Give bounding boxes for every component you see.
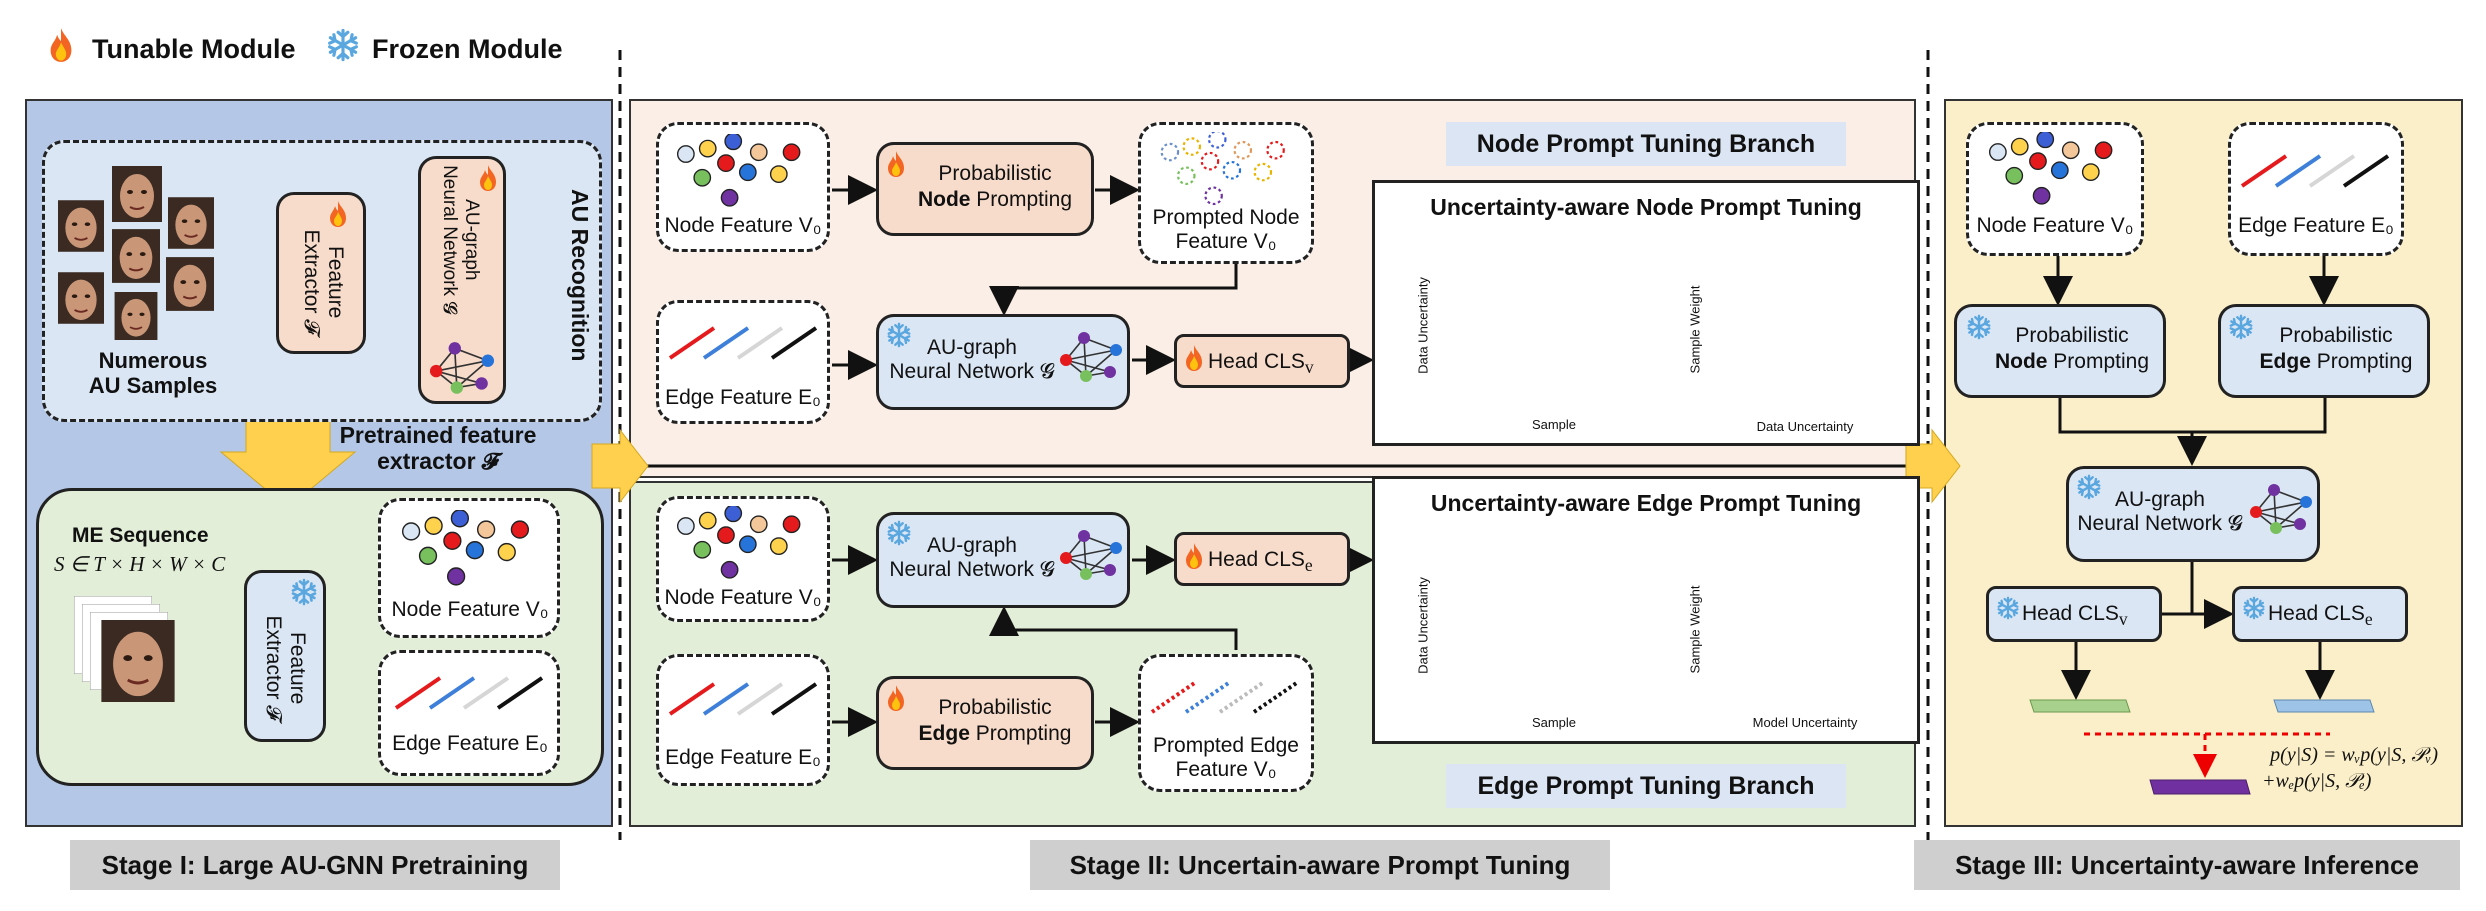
prob-node-label-line2: Node Prompting	[917, 188, 1073, 211]
stage2b-edge-feature-box	[656, 654, 830, 786]
node-feature-icon	[398, 510, 548, 596]
node-feature-icon	[672, 134, 820, 216]
stage3-prob-edge-line1: Probabilistic	[2279, 324, 2393, 347]
stage2-edge-feature-label: Edge Feature E₀	[665, 386, 821, 409]
edge-branch-title: Edge Prompt Tuning Branch	[1446, 764, 1846, 808]
stage3-prob-node-line2: Node Prompting	[1994, 350, 2150, 373]
prompted-node-label: Prompted Node Feature V₀	[1152, 206, 1300, 254]
node-chart-xlabel: Sample	[1531, 417, 1577, 432]
edge-chart-xlabel: Sample	[1531, 715, 1577, 730]
stage1-node-feature-box	[378, 498, 560, 638]
feature-extractor-tunable	[276, 192, 366, 354]
au-gnn-label: AU-graph Neural Network 𝓖	[439, 165, 482, 315]
uncertainty-node-title: Uncertainty-aware Node Prompt Tuning	[1430, 194, 1862, 220]
stage3-edge-feature-box	[2228, 122, 2404, 256]
stage2-edge-feature-box	[656, 300, 830, 424]
stage3-prob-node-prompting[interactable]	[1954, 304, 2166, 398]
node-chart-ylabel: Data Uncertainty	[1415, 277, 1431, 374]
prob-edge-label-line1: Probabilistic	[938, 696, 1052, 719]
prompted-node-icon	[1156, 132, 1304, 214]
head-cls-v-label: Head CLSv	[1208, 350, 1314, 378]
head-cls-v-top[interactable]	[1174, 334, 1350, 388]
graph-icon	[1056, 328, 1126, 388]
flame-icon	[48, 26, 74, 64]
uncertainty-node-panel	[1372, 180, 1920, 446]
prompted-edge-feature-box	[1138, 654, 1314, 792]
stage3-prob-node-line1: Probabilistic	[2015, 324, 2129, 347]
stage2b-node-feature-label: Node Feature V₀	[664, 586, 822, 609]
stage3-prob-edge-line2: Edge Prompting	[2259, 350, 2413, 373]
prompted-edge-icon	[1146, 660, 1306, 720]
stage3-au-gnn-frozen[interactable]	[2066, 466, 2320, 562]
au-gnn-frozen-top[interactable]	[876, 314, 1130, 410]
uncertainty-edge-panel	[1372, 476, 1920, 744]
stage2b-node-feature-box	[656, 496, 830, 622]
edge-weight-ylabel: Sample Weight	[1687, 585, 1703, 674]
node-feature-icon	[1984, 132, 2132, 214]
edge-feature-icon	[390, 656, 550, 716]
node-branch-title: Node Prompt Tuning Branch	[1446, 122, 1846, 166]
stage3-au-gnn-label: AU-graph Neural Network 𝓖	[2077, 488, 2243, 536]
node-weight-ylabel: Sample Weight	[1687, 285, 1703, 374]
probabilistic-node-prompting-top[interactable]	[876, 142, 1094, 236]
head-cls-e-label: Head CLSe	[1208, 548, 1313, 576]
pretrained-extractor-label: Pretrained feature extractor 𝓕	[339, 422, 537, 475]
node-feature-icon	[672, 506, 820, 588]
legend-frozen-label: Frozen Module	[372, 34, 563, 64]
au-recognition-label: AU Recognition	[567, 188, 594, 362]
frozen-feature-extractor-label: Feature Extractor 𝓕	[262, 615, 310, 721]
me-sequence-title: ME Sequence	[72, 524, 209, 547]
probabilistic-edge-prompting[interactable]	[876, 676, 1094, 770]
feature-extractor-label: Feature Extractor 𝓕	[300, 229, 348, 335]
prob-node-label-line1: Probabilistic	[938, 162, 1052, 185]
stage3-head-cls-e[interactable]	[2232, 586, 2408, 642]
stage3-head-e-label: Head CLSe	[2268, 602, 2373, 630]
node-weight-xlabel: Data Uncertainty	[1756, 419, 1854, 434]
flame-icon	[1184, 344, 1204, 372]
snowflake-icon	[326, 28, 360, 62]
edge-weight-xlabel: Model Uncertainty	[1752, 715, 1858, 730]
graph-icon	[424, 338, 500, 400]
stage1-edge-feature-box	[378, 650, 560, 776]
stage2-node-feature-label: Node Feature V₀	[664, 214, 822, 237]
snowflake-icon	[2242, 596, 2266, 620]
stage1-edge-feature-label: Edge Feature E₀	[392, 732, 548, 755]
stage3-prob-edge-prompting[interactable]	[2218, 304, 2430, 398]
head-cls-e-bottom[interactable]	[1174, 532, 1350, 586]
edge-chart-ylabel: Data Uncertainty	[1415, 577, 1431, 674]
graph-icon	[2246, 480, 2316, 540]
legend-tunable-label: Tunable Module	[92, 34, 296, 64]
fusion-formula-line1: p(y|S) = wᵥp(y|S, 𝒫ᵥ)	[2270, 744, 2438, 766]
flame-icon	[1184, 542, 1204, 570]
edge-feature-icon	[664, 662, 824, 722]
me-sequence-formula: S ∈ T × H × W × C	[54, 552, 226, 576]
edge-feature-icon	[2236, 134, 2396, 194]
stage2-footer: Stage II: Uncertain-aware Prompt Tuning	[1030, 840, 1610, 890]
edge-feature-icon	[664, 306, 824, 366]
stage1-footer: Stage I: Large AU-GNN Pretraining	[70, 840, 560, 890]
prompted-edge-label: Prompted Edge Feature V₀	[1153, 734, 1299, 782]
stage3-footer: Stage III: Uncertainty-aware Inference	[1914, 840, 2460, 890]
stage1-node-feature-label: Node Feature V₀	[391, 598, 549, 621]
au-gnn-bottom-label: AU-graph Neural Network 𝓖	[889, 534, 1055, 582]
stage3-edge-feature-label: Edge Feature E₀	[2238, 214, 2394, 237]
stage3-node-feature-label: Node Feature V₀	[1976, 214, 2134, 237]
uncertainty-edge-title: Uncertainty-aware Edge Prompt Tuning	[1430, 490, 1862, 516]
au-gnn-frozen-bottom[interactable]	[876, 512, 1130, 608]
fusion-formula-line2: +wₑp(y|S, 𝒫ₑ)	[2262, 770, 2372, 792]
au-samples-label: Numerous AU Samples	[88, 348, 218, 399]
stage3-head-v-label: Head CLSv	[2022, 602, 2128, 630]
au-gnn-top-label: AU-graph Neural Network 𝓖	[889, 336, 1055, 384]
stage2-node-feature-box	[656, 122, 830, 252]
graph-icon	[1056, 526, 1126, 586]
prob-edge-label-line2: Edge Prompting	[918, 722, 1072, 745]
stage3-head-cls-v[interactable]	[1986, 586, 2162, 642]
snowflake-icon	[1996, 596, 2020, 620]
stage2b-edge-feature-label: Edge Feature E₀	[665, 746, 821, 769]
